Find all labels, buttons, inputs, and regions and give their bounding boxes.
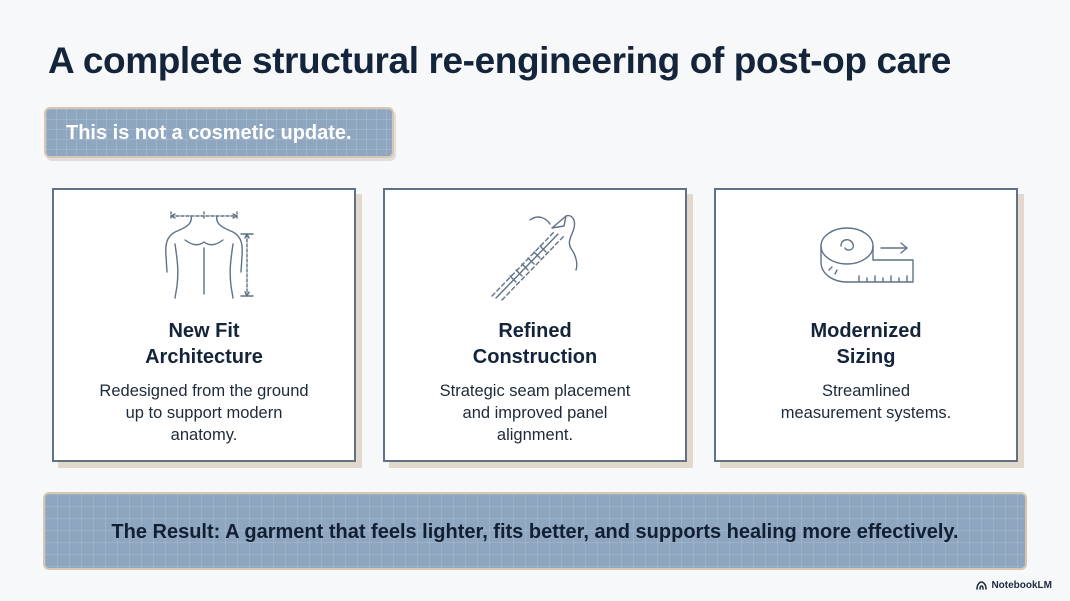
card-desc-line: measurement systems. — [780, 404, 952, 422]
card-title-line: Sizing — [836, 346, 896, 368]
card-title: Modernized Sizing — [724, 318, 1008, 370]
measuring-tape-icon — [820, 227, 914, 283]
result-banner: The Result: A garment that feels lighter… — [43, 492, 1027, 570]
card-desc-line: up to support modern — [125, 404, 283, 422]
needle-seam-icon — [491, 214, 578, 301]
card-description: Redesigned from the ground up to support… — [66, 380, 342, 446]
torso-measurement-icon — [165, 211, 254, 299]
card-desc-line: Streamlined — [821, 382, 911, 400]
card-desc-line: Redesigned from the ground — [99, 382, 309, 400]
result-text: The Result: A garment that feels lighter… — [111, 521, 959, 543]
subtitle-badge: This is not a cosmetic update. — [44, 107, 394, 158]
card-title-line: Construction — [472, 346, 598, 368]
notebooklm-logo-icon — [976, 581, 988, 590]
subtitle-badge-text: This is not a cosmetic update. — [66, 122, 352, 144]
card-title: New Fit Architecture — [62, 318, 346, 370]
card-title: Refined Construction — [393, 318, 677, 370]
slide-title: A complete structural re-engineering of … — [48, 40, 951, 81]
card-desc-line: Strategic seam placement — [439, 382, 631, 400]
card-title-line: Architecture — [145, 346, 263, 368]
brand-label: NotebookLM — [991, 580, 1052, 591]
card-refined-construction: Refined Construction Strategic seam plac… — [383, 188, 687, 462]
card-description: Strategic seam placement and improved pa… — [397, 380, 673, 446]
card-new-fit-architecture: New Fit Architecture Redesigned from the… — [52, 188, 356, 462]
card-title-line: Refined — [498, 320, 572, 342]
card-title-line: New Fit — [168, 320, 240, 342]
card-description: Streamlined measurement systems. — [728, 380, 1004, 424]
card-modernized-sizing: Modernized Sizing Streamlined measuremen… — [714, 188, 1018, 462]
card-title-line: Modernized — [810, 320, 922, 342]
notebooklm-brand: NotebookLM — [976, 580, 1052, 591]
card-desc-line: alignment. — [496, 426, 574, 444]
card-desc-line: and improved panel — [462, 404, 608, 422]
card-desc-line: anatomy. — [170, 426, 238, 444]
